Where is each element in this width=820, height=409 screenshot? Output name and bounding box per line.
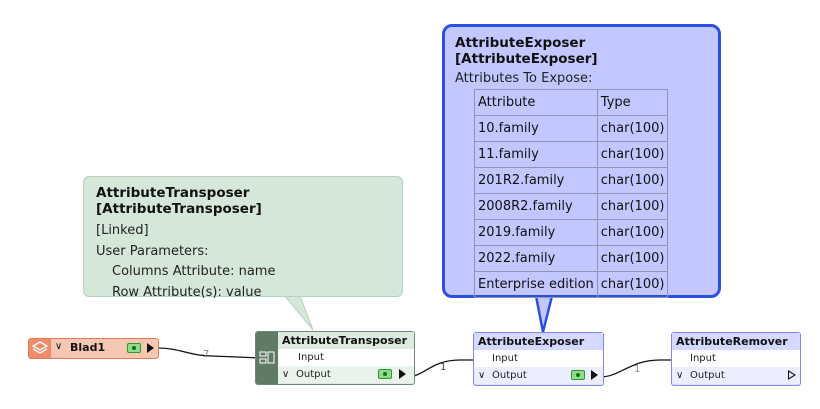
transposer-tooltip: AttributeTransposer [AttributeTransposer… [83,176,403,300]
output-label: Output [492,370,527,381]
connector-exposer-remover [599,359,675,378]
param-rows: Row Attribute(s): value [112,284,262,300]
node-title: AttributeTransposer [278,332,414,349]
input-label: Input [690,353,716,364]
input-port-row[interactable]: Input [278,349,414,366]
linked-label: [Linked] [96,223,149,238]
tooltip-title: AttributeTransposer [AttributeTransposer… [96,185,262,217]
reader-node-blad1[interactable]: ∨ Blad1 [28,338,159,359]
tooltip-title: AttributeExposer [AttributeExposer] [455,35,598,67]
type-cell: char(100) [596,115,669,142]
type-cell: char(100) [596,245,669,272]
node-title: AttributeExposer [474,333,603,350]
reader-layers-icon [29,339,51,358]
type-cell: char(100) [596,219,669,246]
exposer-node[interactable]: AttributeExposer Input ∨ Output [473,332,604,386]
tooltip-pointer [534,294,554,333]
type-cell: char(100) [596,167,669,194]
reader-label: Blad1 [70,341,106,354]
chevron-down-icon[interactable]: ∨ [282,369,290,380]
input-label: Input [492,353,518,364]
eye-icon[interactable] [571,370,585,380]
connector-blad1-transposer [157,347,263,359]
chevron-down-icon[interactable]: ∨ [478,370,486,381]
feature-count-label: 1 [440,362,447,373]
eye-icon[interactable] [378,369,392,379]
input-label: Input [298,352,324,363]
output-port-row[interactable]: ∨ Output [474,367,603,384]
output-port-icon[interactable] [399,369,406,379]
attr-cell: 2008R2.family [474,193,598,220]
remover-node[interactable]: AttributeRemover Input ∨ Output [671,332,801,386]
type-cell: char(100) [596,271,669,298]
expose-subtitle: Attributes To Expose: [455,71,593,86]
output-label: Output [690,370,725,381]
output-label: Output [296,369,331,380]
exposer-tooltip: AttributeExposer [AttributeExposer] Attr… [442,24,721,298]
hollow-fill [789,372,794,378]
input-port-row[interactable]: Input [672,350,800,367]
attr-cell: 2022.family [474,245,598,272]
eye-icon[interactable] [127,343,141,353]
transposer-node[interactable]: AttributeTransposer Input ∨ Output [255,331,415,385]
header-attribute: Attribute [474,89,598,116]
attr-cell: Enterprise edition [474,271,598,298]
input-port-row[interactable]: Input [474,350,603,367]
table-header-row: Attribute Type [474,89,669,116]
output-port-icon[interactable] [591,370,598,380]
header-type: Type [596,89,669,116]
node-title: AttributeRemover [672,333,800,350]
feature-count-label: 7 [203,349,210,360]
transformer-icon [256,332,278,384]
type-cell: char(100) [596,193,669,220]
param-columns: Columns Attribute: name [112,264,276,279]
type-cell: char(100) [596,141,669,168]
output-port-row[interactable]: ∨ Output [672,367,800,384]
user-parameters-label: User Parameters: [96,243,209,259]
attr-cell: 11.family [474,141,598,168]
attr-cell: 2019.family [474,219,598,246]
output-port-row[interactable]: ∨ Output [278,366,414,383]
chevron-down-icon[interactable]: ∨ [676,370,684,381]
attr-cell: 10.family [474,115,598,142]
chevron-down-icon[interactable]: ∨ [55,341,63,352]
output-port-icon[interactable] [147,343,154,353]
attr-cell: 201R2.family [474,167,598,194]
feature-count-label: 1 [634,364,641,375]
